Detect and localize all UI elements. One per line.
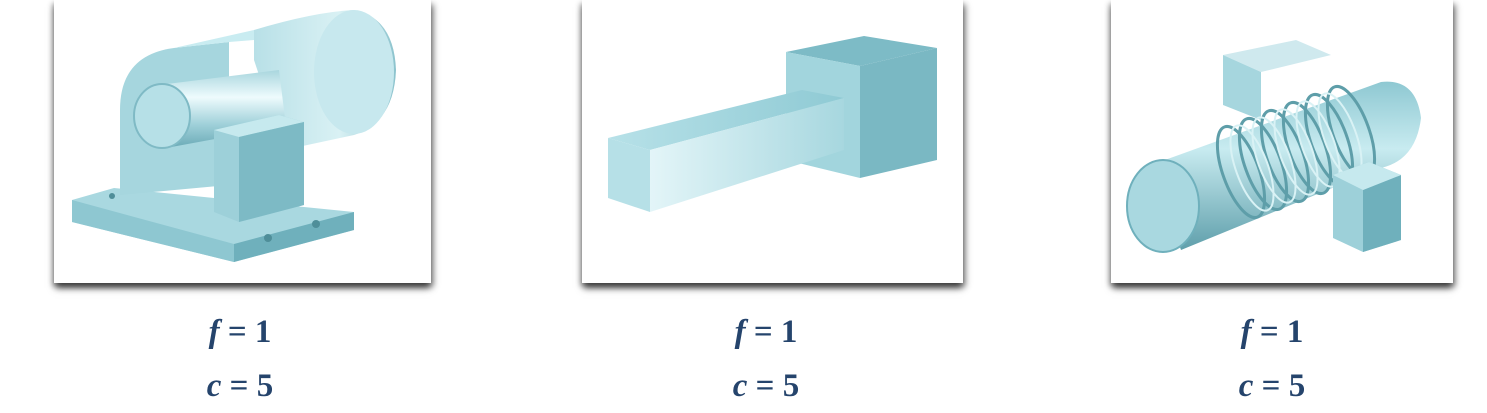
caption-f-2: f = 1 [734,314,798,350]
pillow-block-bearing-illustration [72,10,396,262]
caption-c-3: c = 5 [1238,368,1306,404]
figure-card-bearing [54,0,431,283]
cantilever-bar-in-block-illustration [608,36,937,212]
caption-c-1: c = 5 [206,368,274,404]
figure-card-screw [1111,0,1453,283]
caption-f-1: f = 1 [208,314,272,350]
figure-card-cantilever [582,0,963,283]
threaded-screw-in-nut-illustration [1126,40,1421,253]
caption-c-2: c = 5 [732,368,800,404]
caption-f-3: f = 1 [1240,314,1304,350]
